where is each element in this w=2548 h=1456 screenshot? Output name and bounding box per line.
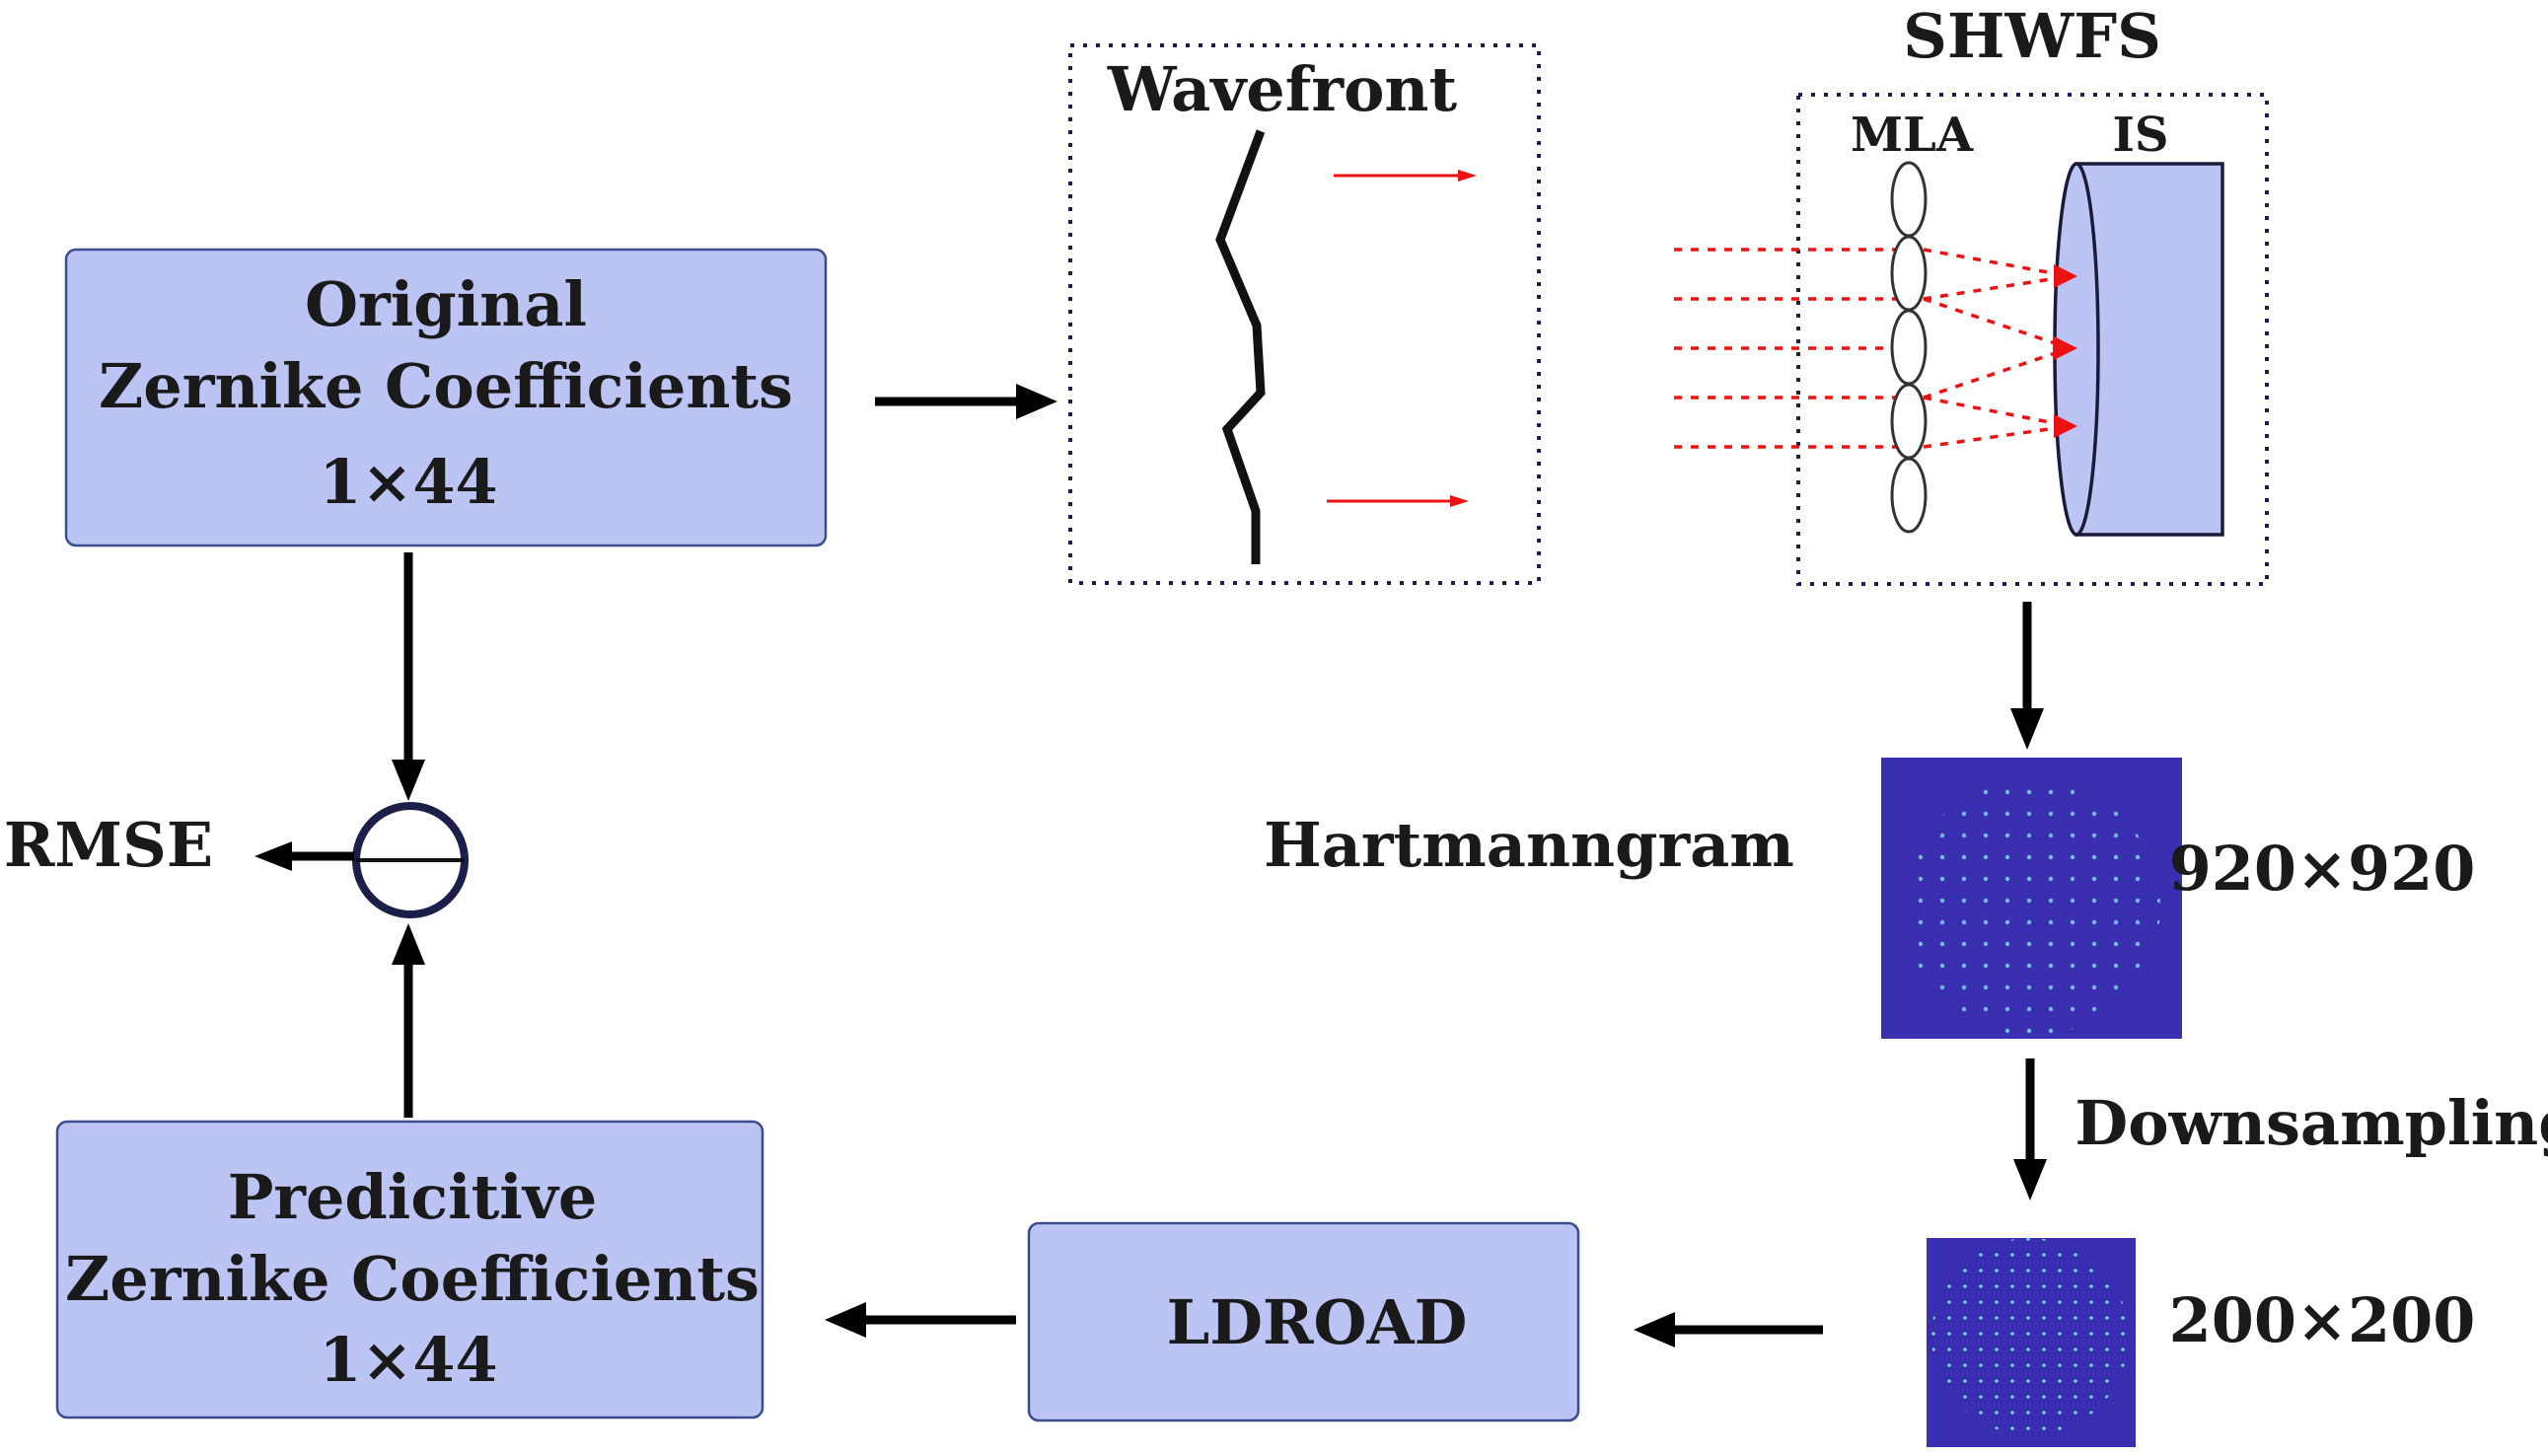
size-200-label: 200×200 (2169, 1284, 2476, 1356)
arrow-hartmanngram-to-ldroad (1634, 1312, 1823, 1347)
rmse-label: RMSE (4, 809, 213, 881)
shwfs-panel: SHWFS MLA IS (1674, 0, 2269, 586)
original-coefficients-box: Original Zernike Coefficients 1×44 (64, 248, 828, 547)
predictive-coefficients-box: Predicitive Zernike Coefficients 1×44 (55, 1120, 764, 1420)
focused-rays (1923, 248, 2077, 449)
wavefront-ray-bottom (1327, 495, 1469, 507)
microlens-array (1890, 161, 1928, 534)
hartmanngram-label: Hartmanngram (1264, 809, 1794, 881)
is-label: IS (2112, 108, 2168, 163)
image-sensor (2053, 162, 2224, 537)
mla-label: MLA (1851, 108, 1974, 163)
wavefront-curve (1215, 129, 1266, 564)
predictive-box-line2: Zernike Coefficients (65, 1243, 760, 1315)
hartmanngram-small-image (1927, 1238, 2136, 1447)
size-920-label: 920×920 (2169, 833, 2476, 905)
arrow-shwfs-to-hartmanngram (2010, 602, 2044, 750)
predictive-box-line1: Predicitive (228, 1161, 598, 1233)
arrow-predictive-to-comparator (392, 923, 425, 1118)
predictive-box-line3: 1×44 (319, 1324, 497, 1396)
arrow-ldroad-to-predictive (825, 1302, 1016, 1338)
wavefront-panel: Wavefront (1068, 43, 1541, 585)
original-box-line2: Zernike Coefficients (99, 350, 793, 422)
ldroad-label: LDROAD (1167, 1286, 1468, 1358)
wavefront-title: Wavefront (1107, 53, 1458, 125)
arrow-original-to-wavefront (875, 384, 1057, 419)
incoming-rays (1674, 248, 1909, 449)
ldroad-model-box: LDROAD (1027, 1221, 1580, 1422)
downsampling-label: Downsampling (2075, 1087, 2548, 1159)
subtraction-comparator (352, 802, 469, 918)
arrow-original-to-comparator (392, 552, 425, 801)
shwfs-title: SHWFS (1903, 0, 2161, 72)
original-box-line3: 1×44 (319, 446, 497, 518)
arrow-downsampling (2013, 1058, 2047, 1201)
hartmanngram-large-image (1881, 758, 2182, 1039)
original-box-line1: Original (305, 268, 587, 340)
wavefront-ray-top (1334, 170, 1477, 182)
arrow-to-rmse (255, 841, 354, 871)
